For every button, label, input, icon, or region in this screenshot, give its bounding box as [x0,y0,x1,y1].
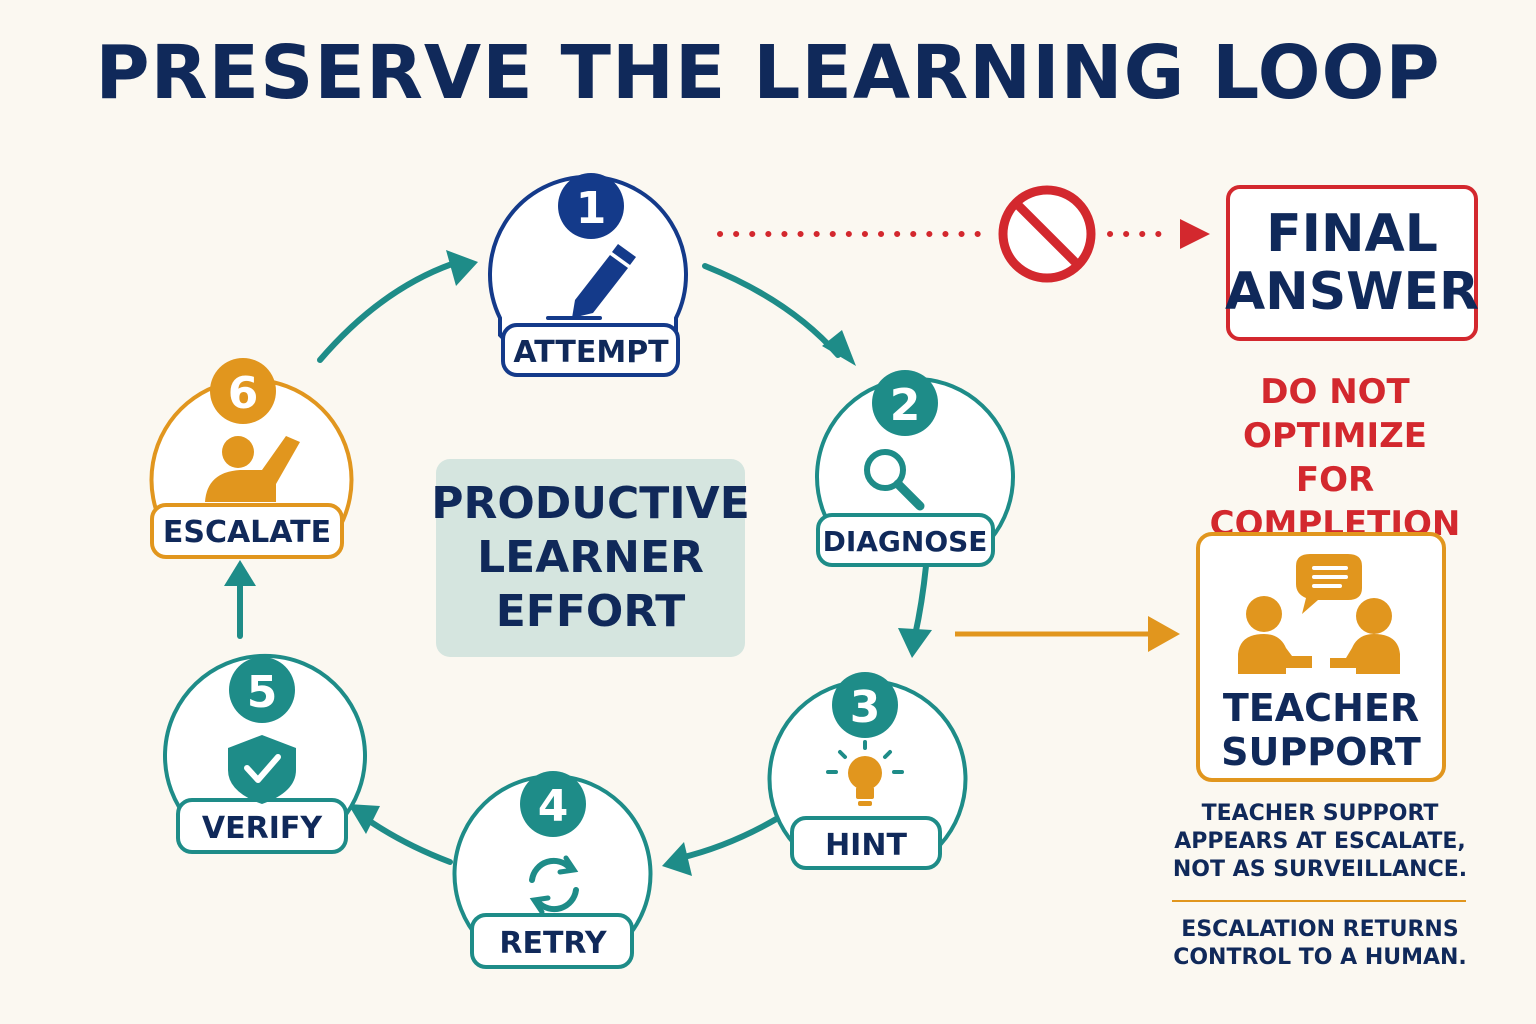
number-badge [832,672,898,738]
support-path [955,616,1180,652]
step-label: ATTEMPT [513,335,669,370]
page-title: PRESERVE THE LEARNING LOOP [95,30,1441,116]
teacher-support-line-2: SUPPORT [1221,730,1421,774]
teacher-support-label: TEACHER SUPPORT [1200,686,1442,774]
arrowhead-hint [898,628,932,658]
arrow-diagnose-to-hint [911,563,929,643]
step-diagnose: 2 DIAGNOSE [815,370,1015,567]
center-line-2: LEARNER [477,532,704,583]
magnifier-icon [864,449,925,511]
number-badge [229,657,295,723]
step-label: DIAGNOSE [823,525,988,558]
raised-hand-person-icon [205,436,300,502]
center-line-1: PRODUCTIVE [431,478,750,529]
center-label-box: PRODUCTIVE LEARNER EFFORT [431,459,750,657]
teacher-support-line-1: TEACHER [1222,686,1420,730]
note-line: NOT AS SURVEILLANCE. [1172,857,1468,882]
teacher-support-box: TEACHER SUPPORT [1196,532,1446,782]
arrow-hint-to-retry [677,815,781,861]
final-answer-box: FINAL ANSWER [1224,185,1480,341]
refresh-icon [529,855,579,915]
label-tab [816,513,995,567]
note-line: CONTROL TO A HUMAN. [1173,945,1467,970]
note-line: APPEARS AT ESCALATE, [1174,829,1466,854]
arrowhead-diagnose [822,330,856,366]
conversation-icon [1238,554,1400,674]
step-number: 2 [890,380,921,431]
warning-text: DO NOT OPTIMIZE FOR COMPLETION [1180,370,1490,546]
step-number: 4 [538,781,569,832]
step-number: 3 [850,682,881,733]
arrow-retry-to-verify [365,817,453,865]
number-badge [210,358,276,424]
teacher-support-note: TEACHER SUPPORT APPEARS AT ESCALATE, NOT… [1170,800,1470,884]
divider [1172,900,1466,902]
arrowhead-escalate [224,560,256,586]
label-tab [470,913,634,969]
number-badge [520,771,586,837]
center-line-3: EFFORT [495,586,686,637]
step-number: 1 [576,183,607,234]
step-retry: 4 RETRY [452,771,653,969]
step-attempt: 1 ATTEMPT [488,173,688,377]
arrow-attempt-to-diagnose [702,263,841,358]
final-answer-line-1: FINAL [1266,204,1438,264]
note-line: ESCALATION RETURNS [1181,917,1459,942]
step-label: HINT [825,828,907,863]
label-tab [501,323,680,377]
warning-line-1: DO NOT OPTIMIZE [1242,372,1428,456]
number-badge [558,173,624,239]
arrowhead-final [1180,219,1210,249]
note-line: TEACHER SUPPORT [1201,801,1439,826]
arrow-escalate-to-attempt [317,261,455,363]
label-tab [150,503,344,559]
lightbulb-icon [826,740,904,806]
step-hint: 3 HINT [767,672,968,870]
shield-check-icon [228,735,296,804]
final-answer-line-2: ANSWER [1224,262,1480,322]
number-badge [872,370,938,436]
no-entry-icon [998,185,1096,283]
step-label: ESCALATE [163,515,331,550]
step-label: VERIFY [202,811,323,846]
label-tab [790,816,942,870]
escalation-note: ESCALATION RETURNS CONTROL TO A HUMAN. [1170,916,1470,972]
arrowhead-attempt [446,250,478,286]
arrowhead-retry [662,842,692,876]
cycle-arrowheads [224,250,932,876]
step-verify: 5 VERIFY [163,653,367,854]
arrowhead-verify [348,804,380,834]
step-number: 5 [247,667,278,718]
pencil-icon [546,244,636,320]
step-escalate: 6 ESCALATE [149,358,354,559]
arrowhead-teacher [1148,616,1180,652]
step-label: RETRY [499,926,608,961]
step-number: 6 [228,368,259,419]
blocked-path [717,185,1210,283]
